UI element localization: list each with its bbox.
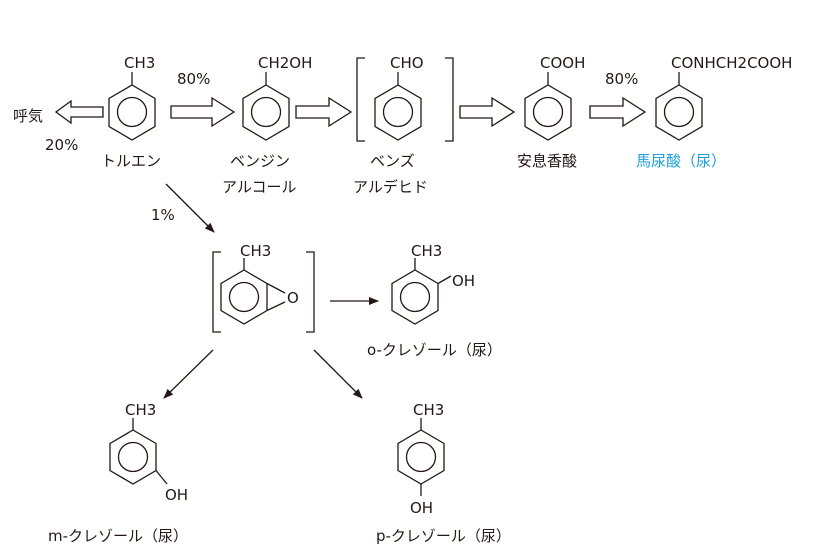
exhale-percent: 20%: [45, 136, 78, 154]
pct-to-hippuric: 80%: [605, 70, 638, 88]
o-cresol-oh-label: OH: [452, 272, 475, 290]
arrow-epoxide-to-m-cresol: [163, 349, 214, 399]
m-cresol-ch3-label: CH3: [125, 401, 156, 419]
p-cresol-name: p-クレゾール（尿）: [376, 527, 511, 545]
benzyl-alcohol-name-line1: ベンジン: [230, 152, 290, 170]
toluene-structure: [108, 72, 156, 141]
benzaldehyde-name-line2: アルデヒド: [353, 178, 428, 196]
arrow-benzoic-to-hippuric: [589, 96, 647, 128]
epoxide-ch3-label: CH3: [240, 242, 271, 260]
m-cresol-oh-label: OH: [165, 486, 188, 504]
arrow-toluene-to-epoxide: [165, 183, 215, 233]
hippuric-acid-structure: [655, 72, 703, 141]
o-cresol-structure: [391, 258, 452, 325]
hippuric-acid-name: 馬尿酸（尿）: [636, 152, 726, 170]
benzaldehyde-group: CHO: [390, 54, 424, 72]
benzyl-alcohol-group: CH2OH: [258, 54, 312, 72]
epoxide-structure: [220, 258, 286, 325]
epoxide-oxygen-label: O: [287, 289, 299, 307]
benzaldehyde-structure: [374, 72, 422, 141]
o-cresol-ch3-label: CH3: [411, 242, 442, 260]
pct-to-epoxide: 1%: [151, 206, 175, 224]
aldehyde-left-bracket: [356, 57, 365, 142]
m-cresol-structure: [109, 418, 168, 485]
benzoic-acid-group: COOH: [540, 54, 585, 72]
exhale-label: 呼気: [13, 107, 43, 125]
p-cresol-ch3-label: CH3: [413, 401, 444, 419]
pct-to-alcohol: 80%: [177, 70, 210, 88]
toluene-name: トルエン: [101, 152, 161, 170]
p-cresol-structure: [397, 418, 445, 496]
benzyl-alcohol-name-line2: アルコール: [222, 178, 297, 196]
benzoic-acid-name: 安息香酸: [517, 152, 577, 170]
exhale-arrow: [54, 99, 104, 125]
arrow-alcohol-to-aldehyde: [295, 96, 353, 128]
aldehyde-right-bracket: [445, 57, 454, 142]
epoxide-right-bracket: [306, 251, 315, 333]
arrow-epoxide-to-p-cresol: [313, 349, 363, 399]
toluene-ch3-label: CH3: [124, 54, 155, 72]
hippuric-acid-group: CONHCH2COOH: [671, 54, 792, 72]
arrow-aldehyde-to-benzoic: [459, 96, 516, 128]
benzaldehyde-name-line1: ベンズ: [370, 152, 415, 170]
benzyl-alcohol-structure: [242, 72, 290, 141]
m-cresol-name: m-クレゾール（尿）: [48, 527, 188, 545]
p-cresol-oh-label: OH: [410, 499, 433, 517]
benzoic-acid-structure: [524, 72, 572, 141]
o-cresol-name: o-クレゾール（尿）: [367, 341, 502, 359]
epoxide-left-bracket: [212, 251, 221, 333]
arrow-toluene-to-alcohol: [170, 96, 236, 128]
